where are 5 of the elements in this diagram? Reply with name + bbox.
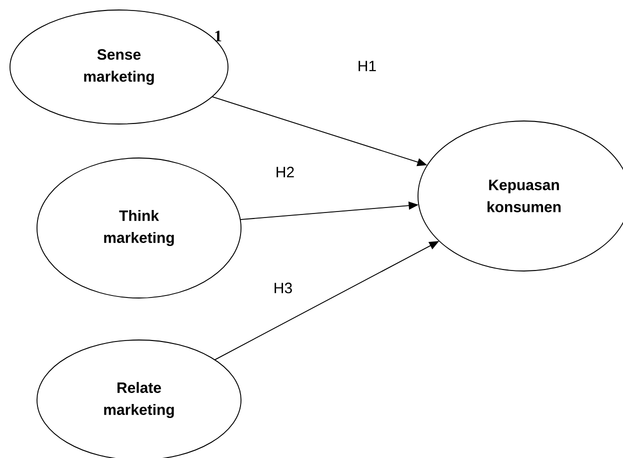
edge-label: H1 — [356, 60, 378, 72]
stray-mark: 1 — [215, 30, 222, 42]
edge-label: H2 — [274, 166, 296, 178]
ellipse-node: Think marketing — [36, 158, 242, 298]
edge-label: H3 — [272, 282, 294, 294]
